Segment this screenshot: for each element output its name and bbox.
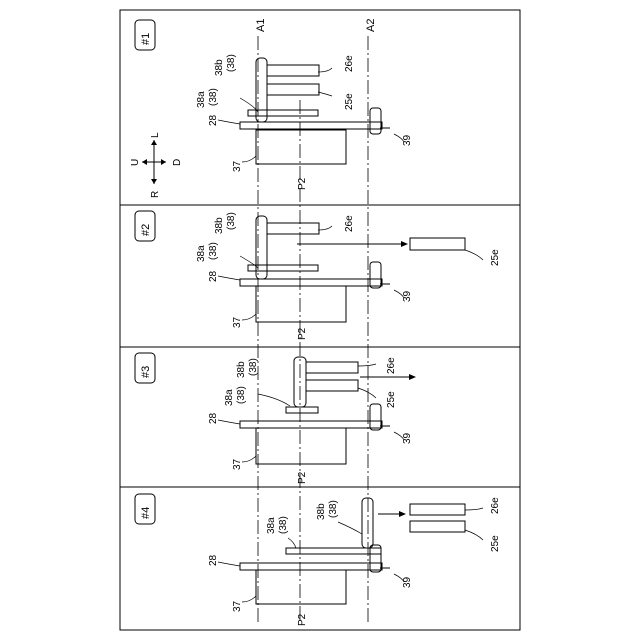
part-38b	[362, 498, 373, 548]
label-37: 37	[232, 600, 243, 612]
label-38b: 38b	[214, 59, 225, 76]
part-37	[256, 570, 346, 604]
part-28	[240, 122, 382, 129]
label-a2: A2	[365, 19, 377, 32]
label-37: 37	[232, 316, 243, 328]
label-p2: P2	[297, 327, 308, 340]
label-26e: 26e	[344, 215, 355, 232]
dir-r: R	[150, 191, 161, 198]
dir-d: D	[172, 159, 183, 166]
part-28	[240, 421, 382, 428]
label-38: (38)	[208, 242, 219, 260]
label-38: (38)	[278, 516, 289, 534]
panel-2: #2 38b (38) 38a (38) 28 37 P2 26e 25e 39	[135, 211, 501, 340]
part-38a	[248, 265, 318, 271]
label-25e: 25e	[386, 391, 397, 408]
label-28: 28	[208, 554, 219, 566]
label-39: 39	[402, 432, 413, 444]
part-28	[240, 279, 382, 286]
panel-3: #3 38b (38) 38a (38) 28 37 P2 26e 25e 39	[135, 353, 416, 484]
part-39	[370, 404, 381, 430]
label-p2: P2	[297, 177, 308, 190]
label-39: 39	[402, 134, 413, 146]
part-37	[256, 286, 346, 322]
label-25e: 25e	[344, 93, 355, 110]
label-38: (38)	[328, 500, 339, 518]
label-a1: A1	[255, 19, 267, 32]
label-p2: P2	[297, 471, 308, 484]
part-37	[256, 130, 346, 164]
part-38a	[248, 110, 318, 116]
direction-indicator: U D L R	[130, 132, 183, 198]
part-39	[370, 262, 381, 288]
part-26e	[267, 65, 319, 76]
label-28: 28	[208, 412, 219, 424]
label-25e: 25e	[490, 249, 501, 266]
part-25e	[267, 84, 319, 95]
part-37	[256, 428, 346, 464]
label-38b: 38b	[236, 361, 247, 378]
label-38: (38)	[208, 88, 219, 106]
label-26e: 26e	[490, 497, 501, 514]
panel-4: #4 38a (38) 38b (38) 28 37 P2 26e 25e 39	[135, 494, 501, 626]
panel-id: #4	[140, 507, 152, 519]
label-28: 28	[208, 114, 219, 126]
label-39: 39	[402, 576, 413, 588]
label-26e: 26e	[344, 55, 355, 72]
part-39	[370, 108, 381, 134]
label-38a: 38a	[266, 517, 277, 534]
label-38b: 38b	[214, 217, 225, 234]
panel-1: #1 U D L R 38b (38) 38a (38) 28 37 P2 26…	[130, 20, 413, 198]
part-25e	[410, 238, 465, 250]
part-26e	[267, 223, 319, 234]
label-38a: 38a	[224, 389, 235, 406]
part-25e	[410, 521, 465, 532]
outer-frame	[120, 10, 520, 630]
part-26e	[306, 362, 358, 373]
dir-l: L	[150, 132, 161, 138]
part-25e	[306, 380, 358, 391]
part-26e	[410, 504, 465, 515]
panel-id: #3	[140, 366, 152, 378]
dir-u: U	[130, 159, 141, 166]
panel-id: #2	[140, 224, 152, 236]
label-p2: P2	[297, 613, 308, 626]
label-38: (38)	[248, 358, 259, 376]
label-38a: 38a	[196, 245, 207, 262]
label-38: (38)	[226, 54, 237, 72]
label-38: (38)	[226, 212, 237, 230]
leader-line	[218, 68, 404, 162]
label-38: (38)	[236, 386, 247, 404]
label-38a: 38a	[196, 91, 207, 108]
panel-id: #1	[140, 33, 152, 45]
part-38a	[286, 407, 318, 413]
label-26e: 26e	[386, 357, 397, 374]
label-39: 39	[402, 290, 413, 302]
label-37: 37	[232, 160, 243, 172]
label-28: 28	[208, 270, 219, 282]
label-25e: 25e	[490, 535, 501, 552]
label-37: 37	[232, 458, 243, 470]
part-39	[370, 545, 381, 572]
label-38b: 38b	[316, 503, 327, 520]
part-28	[240, 563, 382, 570]
